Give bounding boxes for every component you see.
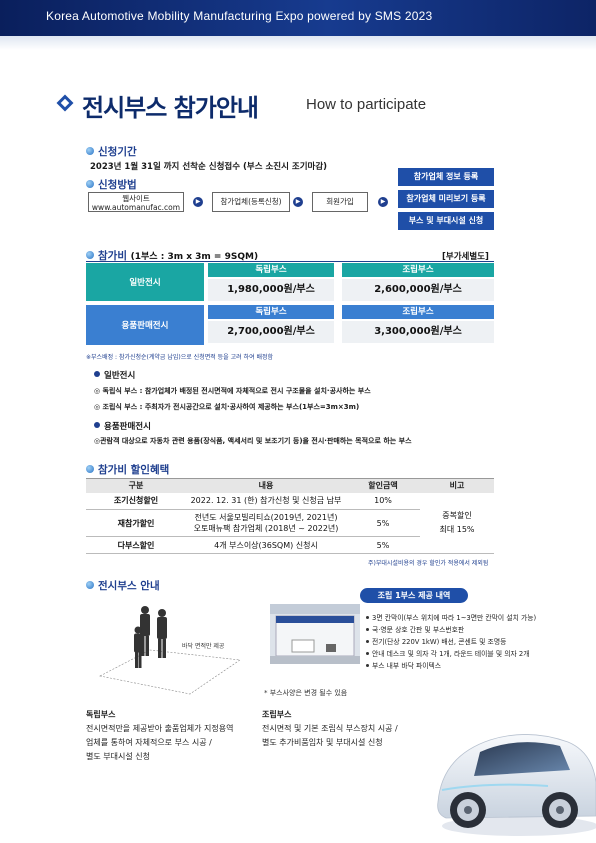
fee-sales-shell-price: 3,300,000원/부스: [342, 321, 494, 343]
flow-step-signup[interactable]: 회원가입: [312, 192, 368, 212]
discount-content: 2022. 12. 31 (한) 참가신청 및 신청금 납부: [186, 492, 346, 510]
description-line: 업체를 통하여 자체적으로 부스 시공 /: [86, 738, 212, 747]
general-exhibit-item: ◎ 조립식 부스 : 주최자가 전시공간으로 설치·공사하여 제공하는 부스(1…: [94, 403, 360, 411]
bullet-icon: [86, 465, 94, 473]
general-exhibit-item: ◎ 독립식 부스 : 참가업체가 배정된 전시면적에 자체적으로 전시 구조물을…: [94, 387, 371, 395]
discount-remark-line: 최대 15%: [439, 524, 475, 534]
bullet-icon: [366, 652, 369, 655]
fee-sales-indep-label: 독립부스: [208, 305, 334, 319]
company-info-register-button[interactable]: 참가업체 정보 등록: [398, 168, 494, 186]
header-title: Korea Automotive Mobility Manufacturing …: [46, 9, 433, 23]
discount-amount: 5%: [346, 509, 420, 537]
discount-table: 구분 내용 할인금액 비고 조기신청할인 2022. 12. 31 (한) 참가…: [86, 478, 494, 554]
fee-row-sales-label: 용품판매전시: [86, 305, 204, 345]
general-exhibit-title: 일반전시: [94, 369, 135, 381]
header-bar: Korea Automotive Mobility Manufacturing …: [0, 0, 596, 36]
table-row: 조기신청할인 2022. 12. 31 (한) 참가신청 및 신청금 납부 10…: [86, 492, 494, 554]
booth-assignment-note: ※부스배정 : 참가신청순(계약금 납입)으로 신청면적 등을 고려 하여 배정…: [86, 354, 274, 361]
fee-heading: 참가비 (1부스 : 3m x 3m = 9SQM): [86, 248, 258, 263]
fee-row-general-label: 일반전시: [86, 263, 204, 301]
discount-content-line: 오토매뉴팩 참가업체 (2018년 ~ 2022년): [193, 524, 339, 533]
vat-note: [부가세별도]: [442, 252, 489, 262]
description-line: 전시면적만을 제공받아 출품업체가 지정용역: [86, 724, 234, 733]
bullet-icon: [94, 371, 100, 377]
discount-content: 4개 부스이상(36SQM) 신청시: [186, 536, 346, 554]
table-row: 다부스할인 4개 부스이상(36SQM) 신청시 5%: [86, 536, 494, 554]
company-preview-register-button[interactable]: 참가업체 미리보기 등록: [398, 190, 494, 208]
description-line: 전시면적 및 기본 조립식 부스장치 시공 /: [262, 724, 398, 733]
discount-remark: 중복할인 최대 15%: [420, 492, 494, 554]
application-period-text: 2023년 1월 31일 까지 선착순 신청접수 (부스 소진시 조기마감): [90, 162, 328, 172]
discount-label: 재참가할인: [86, 509, 186, 537]
bullet-icon: [86, 251, 94, 259]
discount-note: 주)부대시설비용의 경우 할인가 적용에서 제외됨: [368, 560, 489, 567]
shell-booth-description: 조립부스 전시면적 및 기본 조립식 부스장치 시공 / 별도 추가비품임차 및…: [262, 708, 398, 750]
arrow-right-icon: ▶: [293, 197, 303, 207]
fee-general-shell-price: 2,600,000원/부스: [342, 279, 494, 301]
bullet-icon: [366, 664, 369, 667]
booth-facility-apply-button[interactable]: 부스 및 부대시설 신청: [398, 212, 494, 230]
booth-spec-caption: * 부스사양은 변경 될수 있음: [264, 689, 348, 697]
discount-amount: 10%: [346, 492, 420, 510]
list-item: 전기(단상 220V 1kW) 배선, 콘센트 및 조명등: [366, 636, 506, 646]
table-row: 재참가할인 전년도 서울모빌리티쇼(2019년, 2021년) 오토매뉴팩 참가…: [86, 509, 494, 537]
bullet-icon: [366, 640, 369, 643]
discount-label: 다부스할인: [86, 536, 186, 554]
flow-step-website-label: 웹사이트: [122, 194, 150, 203]
list-item: 3면 칸막이(부스 위치에 따라 1~3면만 칸막이 설치 가능): [366, 612, 536, 622]
list-item: 부스 내부 바닥 파이텍스: [366, 660, 441, 670]
header-shadow: [0, 36, 596, 50]
fee-subheading: (1부스 : 3m x 3m = 9SQM): [130, 252, 259, 262]
concept-car-image: [437, 734, 596, 836]
bullet-icon: [366, 616, 369, 619]
floor-only-label: 바닥 면적만 제공: [182, 643, 225, 650]
page-title-korean: 전시부스 참가안내: [82, 94, 259, 122]
fee-general-shell-label: 조립부스: [342, 263, 494, 277]
discount-label: 조기신청할인: [86, 492, 186, 510]
application-method-heading: 신청방법: [86, 177, 137, 192]
flow-step-website-url: www.automanufac.com: [91, 203, 181, 212]
independent-booth-description: 독립부스 전시면적만을 제공받아 출품업체가 지정용역 업체를 통하여 자체적으…: [86, 708, 233, 764]
fee-sales-shell-label: 조립부스: [342, 305, 494, 319]
shell-booth-provision-badge: 조립 1부스 제공 내역: [360, 588, 468, 603]
sales-exhibit-item: ◎관람객 대상으로 자동차 관련 용품(장식품, 액세서리 및 보조기기 등)을…: [94, 437, 412, 445]
list-item: 국·영문 상호 간판 및 부스번호판: [366, 624, 464, 634]
sales-exhibit-title: 용품판매전시: [94, 420, 151, 432]
bullet-icon: [86, 147, 94, 155]
arrow-right-icon: ▶: [193, 197, 203, 207]
discount-content: 전년도 서울모빌리티쇼(2019년, 2021년) 오토매뉴팩 참가업체 (20…: [186, 509, 346, 537]
application-period-heading: 신청기간: [86, 144, 137, 159]
fee-general-indep-label: 독립부스: [208, 263, 334, 277]
shell-booth-photo: [270, 604, 360, 664]
table-header: 비고: [420, 478, 494, 493]
fee-divider: [86, 261, 494, 262]
shell-booth-title: 조립부스: [262, 710, 292, 719]
bullet-icon: [94, 422, 100, 428]
table-header: 할인금액: [346, 478, 420, 493]
bullet-icon: [366, 628, 369, 631]
page-title-english: How to participate: [306, 96, 427, 113]
table-header-row: 구분 내용 할인금액 비고: [86, 478, 494, 493]
flow-step-website[interactable]: 웹사이트 www.automanufac.com: [88, 192, 184, 212]
fee-general-indep-price: 1,980,000원/부스: [208, 279, 334, 301]
independent-booth-title: 독립부스: [86, 710, 116, 719]
diamond-icon: [56, 94, 74, 112]
booth-guide-heading: 전시부스 안내: [86, 578, 160, 593]
description-line: 별도 부대시설 신청: [86, 752, 150, 761]
flow-step-register[interactable]: 참가업체(등록신청): [212, 192, 290, 212]
description-line: 별도 추가비품임차 및 부대시설 신청: [262, 738, 383, 747]
table-header: 구분: [86, 478, 186, 493]
discount-heading: 참가비 할인혜택: [86, 462, 169, 477]
list-item: 안내 데스크 및 의자 각 1개, 라운드 테이블 및 의자 2개: [366, 648, 529, 658]
bullet-icon: [86, 581, 94, 589]
discount-content-line: 전년도 서울모빌리티쇼(2019년, 2021년): [194, 513, 338, 522]
fee-sales-indep-price: 2,700,000원/부스: [208, 321, 334, 343]
arrow-right-icon: ▶: [378, 197, 388, 207]
bullet-icon: [86, 180, 94, 188]
table-header: 내용: [186, 478, 346, 493]
independent-booth-illustration: [99, 606, 241, 695]
discount-remark-line: 중복할인: [442, 510, 472, 520]
discount-amount: 5%: [346, 536, 420, 554]
